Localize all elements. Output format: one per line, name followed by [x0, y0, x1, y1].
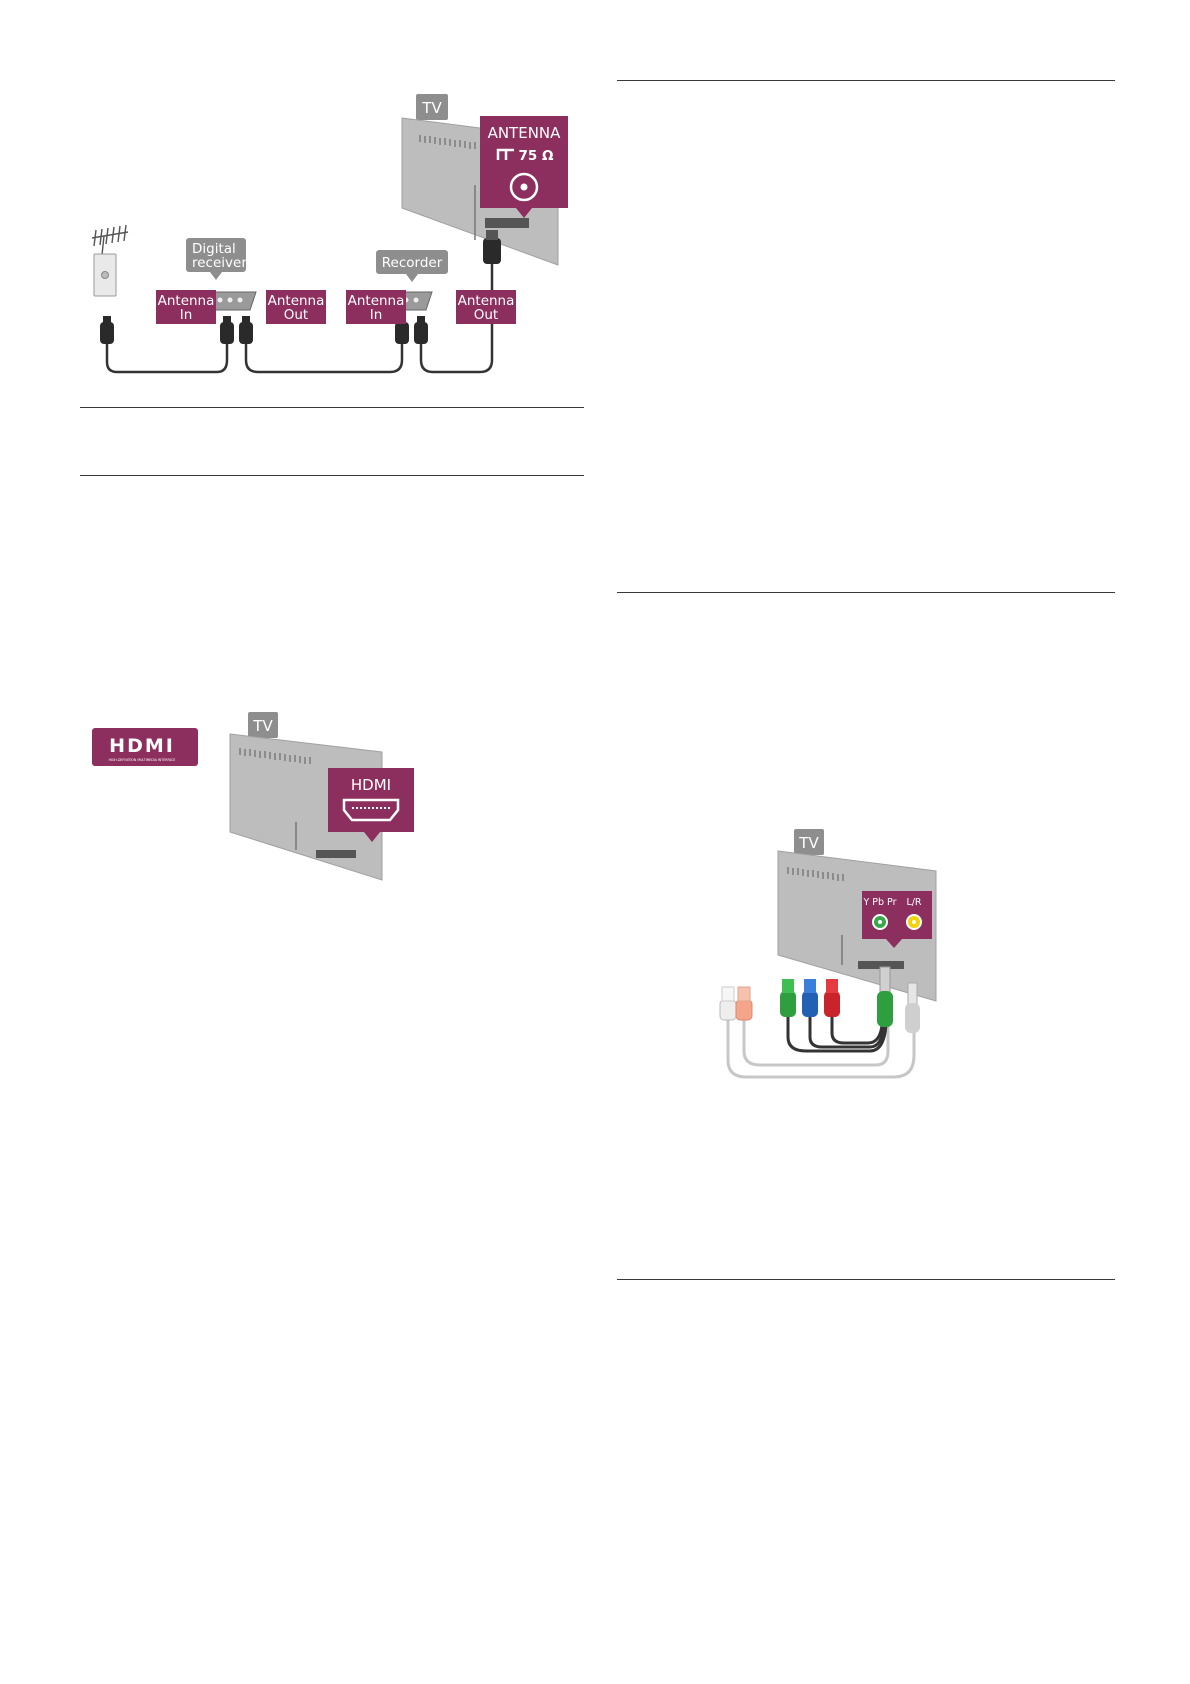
recorder-tag — [376, 250, 448, 274]
receiver-antenna-in-line1: Antenna — [158, 293, 215, 309]
wall-socket-icon — [93, 253, 117, 297]
section-rule-right-2 — [617, 592, 1115, 593]
hdmi-port-callout — [328, 768, 414, 842]
coax-plug-icons — [100, 230, 501, 344]
antenna-port-callout — [480, 116, 568, 218]
audio-red-plug-icon — [735, 986, 753, 1021]
receiver-antenna-out-line2: Out — [284, 307, 308, 323]
section-rule-left-1 — [80, 407, 584, 408]
hdmi-tv-tag-text: TV — [252, 717, 273, 735]
coax-symbol-icon — [496, 148, 514, 160]
recorder-antenna-in-line1: Antenna — [348, 293, 405, 309]
section-rule-left-2 — [80, 475, 584, 476]
receiver-antenna-out-tag — [266, 290, 326, 324]
antenna-connection-figure: TV ANTENNA 75 Ω — [91, 94, 568, 374]
hdmi-tv-vent-pattern — [239, 748, 311, 764]
digital-receiver-label-line1: Digital — [192, 241, 236, 257]
recorder-antenna-out-line1: Antenna — [458, 293, 515, 309]
coax-socket-icon — [509, 172, 539, 202]
hdmi-port-label: HDMI — [351, 776, 391, 794]
hdmi-logo-tagline: HIGH-DEFINITION MULTIMEDIA INTERFACE — [109, 758, 176, 762]
receiver-antenna-in-line2: In — [180, 307, 193, 323]
rooftop-antenna-icon — [91, 224, 129, 256]
ypbpr-port-callout — [862, 891, 932, 948]
video-green-plug-icon — [780, 979, 796, 1017]
video-blue-plug-icon — [802, 979, 818, 1017]
recorder-antenna-out-tag — [456, 290, 516, 324]
gray-minijack-plug-icon — [905, 982, 920, 1033]
tv-tag-text: TV — [421, 99, 442, 117]
ypbpr-connection-figure: TV Y Pb Pr L/R — [719, 829, 937, 1079]
hdmi-connection-figure: HDMI HIGH-DEFINITION MULTIMEDIA INTERFAC… — [92, 712, 414, 881]
antenna-port-label: ANTENNA — [488, 124, 562, 142]
section-rule-right-3 — [617, 1279, 1115, 1280]
audio-white-plug-icon — [719, 986, 737, 1021]
receiver-antenna-out-line1: Antenna — [268, 293, 325, 309]
ypbpr-cable-lines — [726, 1015, 916, 1079]
hdmi-logo-text: HDMI — [109, 735, 175, 757]
hdmi-tv-tag-badge — [248, 712, 278, 738]
hdmi-port-icon — [342, 798, 400, 822]
recorder-antenna-out-line2: Out — [474, 307, 498, 323]
tv-tag-badge — [416, 94, 448, 120]
ypbpr-port-label: Y Pb Pr — [862, 897, 896, 908]
recorder-antenna-in-line2: In — [370, 307, 383, 323]
coax-cable-lines — [105, 250, 494, 374]
digital-receiver-label-line2: receiver — [192, 255, 247, 271]
recorder-label: Recorder — [382, 255, 443, 271]
ypbpr-tv-tag-text: TV — [798, 834, 819, 852]
digital-receiver-tag — [186, 238, 246, 272]
antenna-impedance-label: 75 Ω — [519, 148, 554, 164]
recorder-antenna-in-tag — [346, 290, 406, 324]
ypbpr-tv-vent-pattern — [787, 867, 844, 881]
lr-port-label: L/R — [906, 897, 921, 908]
section-rule-top-right — [617, 80, 1115, 81]
receiver-antenna-in-tag — [156, 290, 216, 324]
tv-vent-pattern — [419, 135, 476, 149]
green-minijack-plug-icon — [877, 966, 893, 1027]
tv-port-slot — [485, 218, 529, 228]
hdmi-logo — [92, 728, 198, 766]
ypbpr-tv-tag-badge — [794, 829, 824, 855]
video-red-plug-icon — [824, 979, 840, 1017]
